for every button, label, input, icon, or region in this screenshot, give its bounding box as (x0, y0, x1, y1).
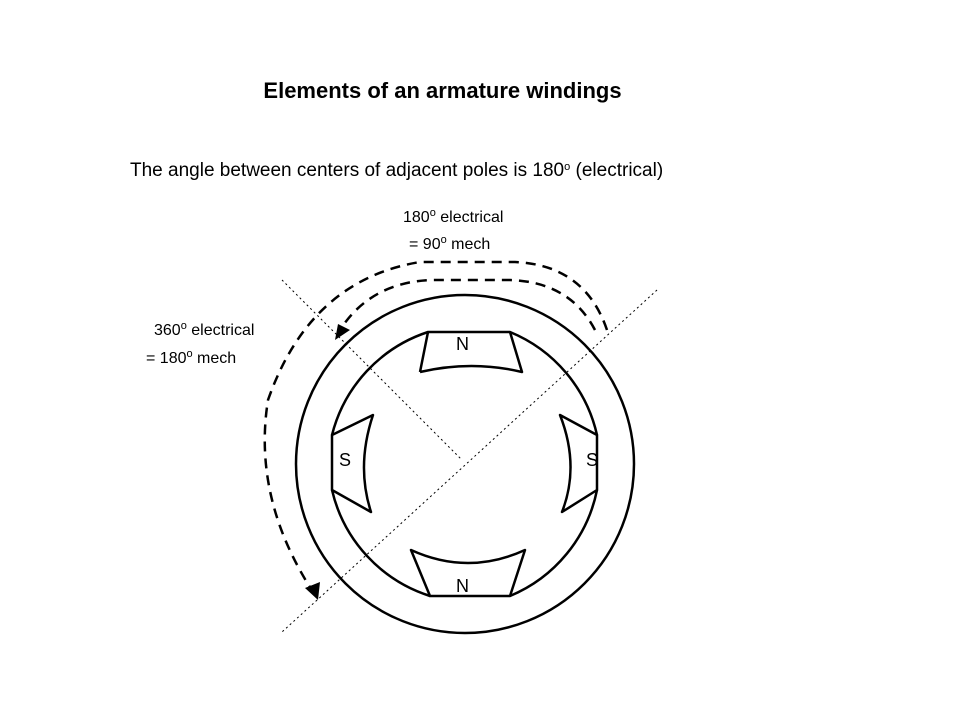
label-180m-sup: o (186, 348, 193, 360)
label-90-value: = 90 (409, 236, 441, 253)
label-180-value: 180 (403, 209, 430, 226)
yoke-arc-bottom-left (330, 489, 431, 598)
diagram-title-text: Elements of an armature windings (263, 78, 622, 103)
pole-label-bottom: N (456, 576, 469, 596)
pole-label-top: N (456, 334, 469, 354)
pole-north-top (418, 330, 524, 374)
label-90-text: mech (446, 236, 491, 253)
pole-north-bottom (409, 548, 527, 598)
stator-outer-ring (294, 293, 636, 635)
pole-label-left: S (339, 450, 352, 470)
diagram-title: Elements of an armature windings (0, 78, 960, 104)
label-360-text: electrical (186, 322, 255, 339)
label-180-text: electrical (435, 209, 504, 226)
arc-90-mech-inner (338, 278, 597, 331)
yoke-arc-top-left (330, 330, 429, 436)
subtitle-degree-sup: o (564, 161, 571, 173)
arc-180-mech-outer (263, 260, 609, 596)
pole-label-right: S (586, 450, 599, 470)
label-360-value: 360 (154, 322, 181, 339)
label-180m-text: mech (192, 350, 237, 367)
label-90-mech: = 90o mech (409, 234, 491, 253)
yoke-arc-bottom-right (509, 489, 599, 598)
arrowhead-90-mech (335, 324, 350, 340)
label-180-electrical: 180o electrical (403, 207, 504, 226)
pole-south-left (330, 413, 375, 514)
arrowhead-180-mech (305, 582, 320, 600)
label-180-sup: o (429, 207, 436, 219)
label-180-mech: = 180o mech (146, 348, 237, 367)
yoke-arc-top-right (509, 330, 599, 436)
subtitle-suffix: (electrical) (570, 160, 664, 181)
label-180m-value: = 180 (146, 350, 187, 367)
label-90-sup: o (440, 234, 447, 246)
subtitle: The angle between centers of adjacent po… (130, 160, 663, 182)
label-360-electrical: 360o electrical (154, 320, 255, 339)
label-360-sup: o (180, 320, 187, 332)
pole-south-right (558, 413, 599, 514)
subtitle-prefix: The angle between centers of adjacent po… (130, 160, 565, 181)
